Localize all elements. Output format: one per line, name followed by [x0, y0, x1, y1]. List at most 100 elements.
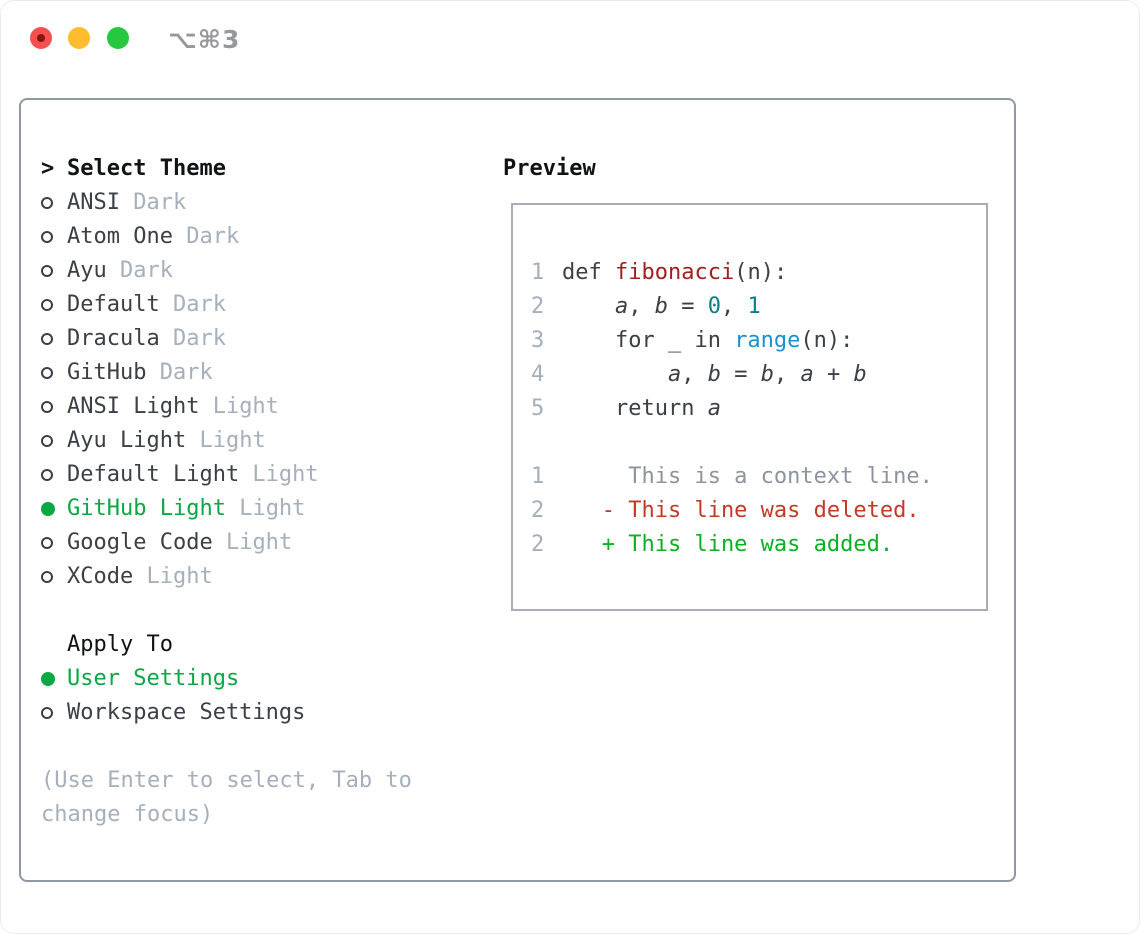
token-var: b: [760, 361, 774, 387]
radio-unselected-icon: [41, 706, 67, 719]
radio-unselected-icon: [41, 264, 67, 277]
theme-name: Default Light: [67, 461, 240, 487]
theme-name: Default: [67, 291, 160, 317]
radio-unselected-icon: [41, 230, 67, 243]
preview-diff-line: 2 - This line was deleted.: [531, 493, 986, 527]
radio-unselected-icon: [41, 468, 67, 481]
token-code: =: [667, 293, 708, 319]
theme-variant-tag: Light: [186, 427, 266, 453]
radio-unselected-icon: [41, 196, 67, 209]
radio-unselected-icon: [41, 570, 67, 583]
theme-option[interactable]: GitHub Light Light: [41, 491, 481, 525]
zoom-button[interactable]: [107, 27, 129, 49]
token-var: a: [614, 293, 629, 319]
theme-name: XCode: [67, 563, 134, 589]
theme-option[interactable]: Dracula Dark: [41, 321, 481, 355]
theme-option[interactable]: Default Dark: [41, 287, 481, 321]
token-code: ,: [628, 293, 655, 319]
spacer-row: [41, 729, 481, 763]
token-var: b: [707, 361, 721, 387]
theme-option[interactable]: ANSI Dark: [41, 185, 481, 219]
token-code: [562, 362, 668, 387]
theme-variant-tag: Light: [133, 563, 213, 589]
radio-unselected-icon: [41, 536, 67, 549]
token-func: fibonacci: [614, 259, 735, 285]
token-code: ,: [773, 361, 801, 387]
token-code: =: [720, 361, 761, 387]
theme-variant-tag: Dark: [159, 291, 226, 317]
preview-code-line: 4 a, b = b, a + b: [531, 357, 986, 391]
radio-unselected-icon: [41, 298, 67, 311]
token-var: a: [667, 361, 682, 387]
radio-unselected-icon: [41, 400, 67, 413]
token-var: b: [853, 361, 867, 387]
token-var: a: [800, 361, 814, 387]
token-code: return: [562, 395, 708, 421]
theme-name: Google Code: [67, 529, 213, 555]
token-deleted: - This line was deleted.: [562, 497, 920, 523]
theme-variant-tag: Light: [225, 495, 306, 521]
theme-variant-tag: Dark: [106, 257, 173, 283]
apply-to-option[interactable]: Workspace Settings: [41, 695, 481, 729]
token-code: [562, 294, 615, 319]
token-num: 1: [747, 293, 761, 319]
radio-selected-icon: [41, 671, 67, 686]
token-var: a: [707, 395, 721, 421]
theme-name: GitHub: [67, 359, 147, 385]
token-code: ,: [720, 293, 748, 319]
line-number: 2: [531, 293, 545, 319]
theme-name: ANSI Light: [67, 393, 200, 419]
preview-code-line: 3 for _ in range(n):: [531, 323, 986, 357]
theme-variant-tag: Dark: [172, 223, 240, 249]
line-number: 2: [531, 497, 545, 523]
radio-unselected-icon: [41, 332, 67, 345]
theme-name: Ayu Light: [67, 427, 187, 453]
preview-code-line: 2 a, b = 0, 1: [531, 289, 986, 323]
theme-variant-tag: Light: [239, 461, 319, 487]
theme-variant-tag: Light: [212, 529, 293, 555]
line-number: 2: [531, 531, 545, 557]
token-num: 0: [707, 293, 721, 319]
theme-name: Ayu: [67, 257, 107, 283]
preview-blank-line: [531, 425, 986, 459]
theme-option[interactable]: Default Light Light: [41, 457, 481, 491]
theme-variant-tag: Light: [199, 393, 279, 419]
token-builtin: range: [734, 327, 801, 353]
line-number: 1: [531, 463, 545, 489]
focus-prompt-icon: >: [41, 155, 55, 181]
preview-heading: Preview: [503, 155, 596, 181]
theme-variant-tag: Dark: [146, 359, 213, 385]
apply-to-header: Apply To: [41, 627, 481, 661]
preview-code-line: 5 return a: [531, 391, 986, 425]
theme-name: Dracula: [67, 325, 160, 351]
theme-option[interactable]: GitHub Dark: [41, 355, 481, 389]
close-button[interactable]: [30, 27, 52, 49]
spacer-row: [41, 593, 481, 627]
theme-option[interactable]: ANSI Light Light: [41, 389, 481, 423]
minimize-button[interactable]: [68, 27, 90, 49]
theme-option[interactable]: XCode Light: [41, 559, 481, 593]
title-bar: ⌥⌘3: [1, 1, 1139, 76]
theme-list-header-label: Select Theme: [67, 155, 226, 181]
token-code: (n):: [800, 327, 854, 353]
radio-unselected-icon: [41, 366, 67, 379]
token-code: (n):: [734, 259, 788, 285]
radio-selected-icon: [41, 501, 67, 516]
theme-option[interactable]: Atom One Dark: [41, 219, 481, 253]
theme-option[interactable]: Google Code Light: [41, 525, 481, 559]
theme-option[interactable]: Ayu Dark: [41, 253, 481, 287]
window-title-shortcut: ⌥⌘3: [168, 25, 241, 54]
token-context: This is a context line.: [562, 463, 933, 489]
line-number: 4: [531, 361, 545, 387]
line-number: 1: [531, 259, 545, 285]
theme-variant-tag: Dark: [119, 189, 187, 215]
apply-to-option-label: Workspace Settings: [67, 699, 306, 725]
token-code: ,: [681, 361, 708, 387]
apply-to-option[interactable]: User Settings: [41, 661, 481, 695]
token-code: for _ in: [562, 327, 735, 353]
token-code: +: [813, 361, 854, 387]
theme-option[interactable]: Ayu Light Light: [41, 423, 481, 457]
